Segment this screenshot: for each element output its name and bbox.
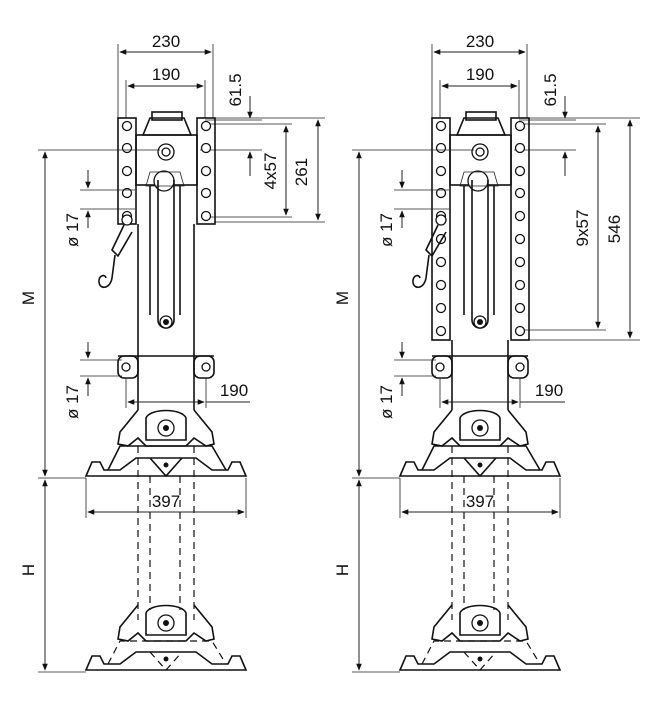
dim-hole-dia-upper: ø 17 bbox=[377, 170, 449, 247]
dim-m: M bbox=[19, 149, 160, 479]
lower-width-label: 190 bbox=[220, 381, 248, 400]
crank-handle bbox=[412, 180, 489, 329]
dim-hole-dia-upper: ø 17 bbox=[63, 170, 135, 247]
gearbox-head bbox=[449, 111, 512, 192]
left-flange-plate bbox=[431, 117, 451, 341]
plate-height-label: 546 bbox=[605, 215, 624, 243]
hole-pattern-label: 9x57 bbox=[573, 210, 592, 247]
outer-tube bbox=[451, 186, 509, 410]
offset-label: 61.5 bbox=[541, 73, 560, 106]
dim-hole-pattern: 9x57 bbox=[524, 123, 606, 331]
dim-top-width: 230 bbox=[431, 32, 528, 118]
hole-dia-upper-label: ø 17 bbox=[377, 213, 396, 247]
dim-h: H bbox=[19, 479, 86, 673]
inner-width-label: 190 bbox=[466, 65, 494, 84]
dim-hole-dia-lower: ø 17 bbox=[63, 342, 122, 419]
inner-width-label: 190 bbox=[152, 65, 180, 84]
foot-lowered bbox=[398, 604, 562, 671]
foot-raised bbox=[398, 409, 562, 478]
mid-bracket bbox=[431, 355, 529, 379]
outer-tube bbox=[137, 186, 195, 410]
hole-dia-lower-label: ø 17 bbox=[377, 385, 396, 419]
hole-pattern-label: 4x57 bbox=[261, 153, 280, 190]
dim-plate-height: 546 bbox=[529, 117, 640, 341]
right-flange-plate bbox=[510, 117, 530, 341]
top-width-label: 230 bbox=[466, 32, 494, 51]
dim-inner-width: 190 bbox=[125, 65, 206, 118]
extended-position bbox=[137, 446, 195, 620]
jack-drawing-9-holes: 230 190 61.5 9x57 546 bbox=[333, 32, 640, 673]
dim-hole-dia-lower: ø 17 bbox=[377, 342, 436, 419]
m-label: M bbox=[19, 291, 38, 305]
dim-inner-width: 190 bbox=[439, 65, 520, 118]
dim-top-width: 230 bbox=[117, 32, 214, 118]
top-width-label: 230 bbox=[152, 32, 180, 51]
dim-h: H bbox=[333, 479, 400, 673]
foot-width-label: 397 bbox=[152, 492, 180, 511]
h-label: H bbox=[333, 564, 352, 576]
foot-width-label: 397 bbox=[466, 492, 494, 511]
flange-holes bbox=[435, 120, 526, 337]
hole-dia-upper-label: ø 17 bbox=[63, 213, 82, 247]
dim-m: M bbox=[333, 149, 474, 479]
hole-dia-lower-label: ø 17 bbox=[63, 385, 82, 419]
jack-drawing-4-holes: 230 190 61.5 4x57 261 bbox=[19, 32, 325, 673]
h-label: H bbox=[19, 564, 38, 576]
gearbox-head bbox=[135, 111, 198, 192]
plate-height-label: 261 bbox=[292, 158, 311, 186]
m-label: M bbox=[333, 291, 352, 305]
lower-width-label: 190 bbox=[535, 381, 563, 400]
crank-handle bbox=[98, 180, 175, 329]
extended-position bbox=[451, 446, 509, 620]
offset-label: 61.5 bbox=[226, 73, 245, 106]
foot-lowered bbox=[84, 604, 248, 671]
dim-lower-width: 190 bbox=[439, 378, 565, 408]
dim-plate-height: 261 bbox=[215, 117, 325, 223]
mid-bracket bbox=[117, 355, 215, 379]
dim-lower-width: 190 bbox=[125, 378, 250, 408]
foot-raised bbox=[84, 409, 248, 478]
dim-foot-width: 397 bbox=[85, 478, 247, 518]
dim-foot-width: 397 bbox=[399, 478, 561, 518]
dim-hole-pattern: 4x57 bbox=[210, 123, 292, 218]
